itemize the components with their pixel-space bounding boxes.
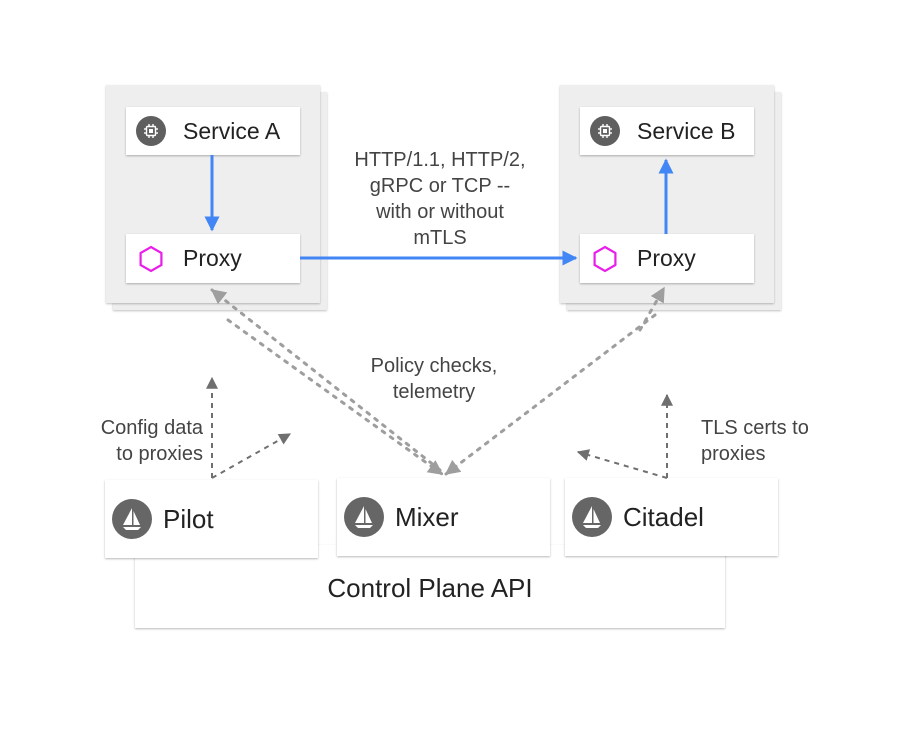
citadel-label: Citadel — [623, 501, 704, 532]
citadel-cert-arrow-left — [576, 449, 668, 479]
service-a-card[interactable]: Service A — [126, 107, 300, 155]
hexagon-icon — [590, 244, 620, 274]
mixer-card[interactable]: Mixer — [337, 478, 550, 556]
policy-note-line: Policy checks, — [370, 355, 498, 377]
service-b-label: Service B — [637, 117, 736, 144]
tls-note: TLS certs to proxies — [701, 415, 851, 467]
mixer-to-proxy-b-arrow — [638, 286, 666, 332]
citadel-card[interactable]: Citadel — [565, 478, 778, 556]
proxy-a-label: Proxy — [183, 245, 242, 271]
proxy-b-to-mixer-arrow — [444, 313, 657, 476]
hexagon-icon — [136, 244, 166, 274]
pilot-card[interactable]: Pilot — [105, 480, 318, 558]
mixer-to-proxy-a-arrow — [210, 288, 442, 472]
proxy-b-label: Proxy — [637, 245, 696, 271]
control-plane-label: Control Plane API — [327, 573, 533, 603]
proxy-a-card[interactable]: Proxy — [126, 234, 300, 283]
service-a-label: Service A — [183, 117, 281, 144]
traffic-note-line: gRPC or TCP -- — [369, 175, 511, 197]
tls-note-line: proxies — [701, 443, 766, 465]
chip-icon — [136, 116, 166, 146]
config-note-line: to proxies — [116, 443, 203, 465]
proxy-b-card[interactable]: Proxy — [580, 234, 754, 283]
traffic-note-line: mTLS — [413, 227, 467, 249]
config-note: Config data to proxies — [60, 415, 203, 467]
policy-note: Policy checks, telemetry — [344, 353, 524, 405]
pilot-config-arrow-right — [211, 433, 292, 479]
sailboat-icon — [572, 497, 612, 537]
pilot-label: Pilot — [163, 503, 214, 534]
sailboat-icon — [344, 497, 384, 537]
traffic-note-line: HTTP/1.1, HTTP/2, — [354, 149, 526, 171]
proxy-a-to-mixer-arrow — [226, 318, 444, 476]
control-plane-api: Control Plane API — [135, 545, 725, 628]
policy-note-line: telemetry — [392, 381, 476, 403]
chip-icon — [590, 116, 620, 146]
traffic-note: HTTP/1.1, HTTP/2, gRPC or TCP -- with or… — [330, 147, 550, 251]
sailboat-icon — [112, 499, 152, 539]
traffic-note-line: with or without — [376, 201, 504, 223]
mixer-label: Mixer — [395, 501, 459, 532]
tls-note-line: TLS certs to — [701, 417, 809, 439]
service-b-card[interactable]: Service B — [580, 107, 754, 155]
config-note-line: Config data — [100, 417, 203, 439]
